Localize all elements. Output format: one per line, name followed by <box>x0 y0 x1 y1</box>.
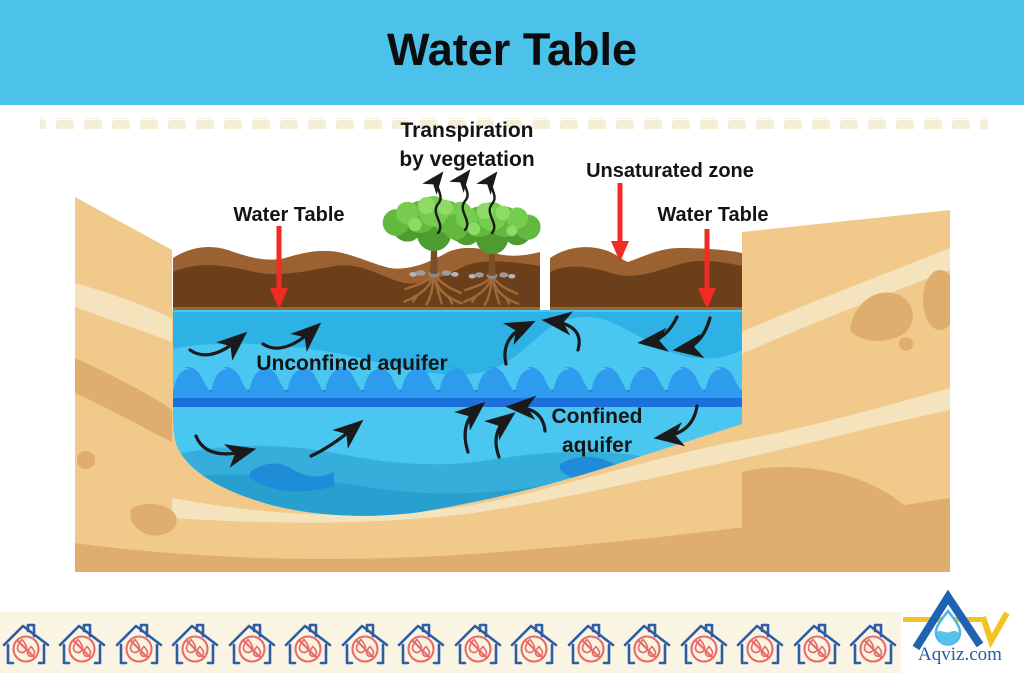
water-table-right-arrow <box>698 229 716 309</box>
faint-watermark-row <box>40 118 988 129</box>
brand-text: Aqviz.com <box>918 644 1002 665</box>
label-unsaturated-zone: Unsaturated zone <box>586 160 754 182</box>
footer-watermark-row <box>0 612 901 673</box>
label-transpiration-line2: by vegetation <box>399 148 535 171</box>
unsaturated-zone-arrow <box>611 183 629 262</box>
pointer-arrows <box>270 183 716 309</box>
label-confined-aquifer: Confined aquifer <box>522 402 672 460</box>
soil-block-right <box>550 247 742 310</box>
label-water-table-right: Water Table <box>657 204 769 226</box>
label-confined-line2: aquifer <box>561 434 632 457</box>
page-title: Water Table <box>386 24 638 75</box>
label-transpiration: Transpiration by vegetation <box>357 116 577 174</box>
label-water-table-left: Water Table <box>233 204 345 226</box>
label-transpiration-line1: Transpiration <box>400 119 534 142</box>
label-confined-line1: Confined <box>551 405 643 428</box>
groundwater-flow-arrows <box>188 311 712 468</box>
soil-block-left <box>173 246 540 310</box>
transpiration-arrows <box>422 169 498 235</box>
water-table-left-arrow <box>270 226 288 309</box>
water-drop-icon <box>934 608 962 646</box>
aqviz-logo <box>903 589 1010 651</box>
title-banner <box>0 0 1024 105</box>
label-unconfined-aquifer: Unconfined aquifer <box>256 352 448 375</box>
